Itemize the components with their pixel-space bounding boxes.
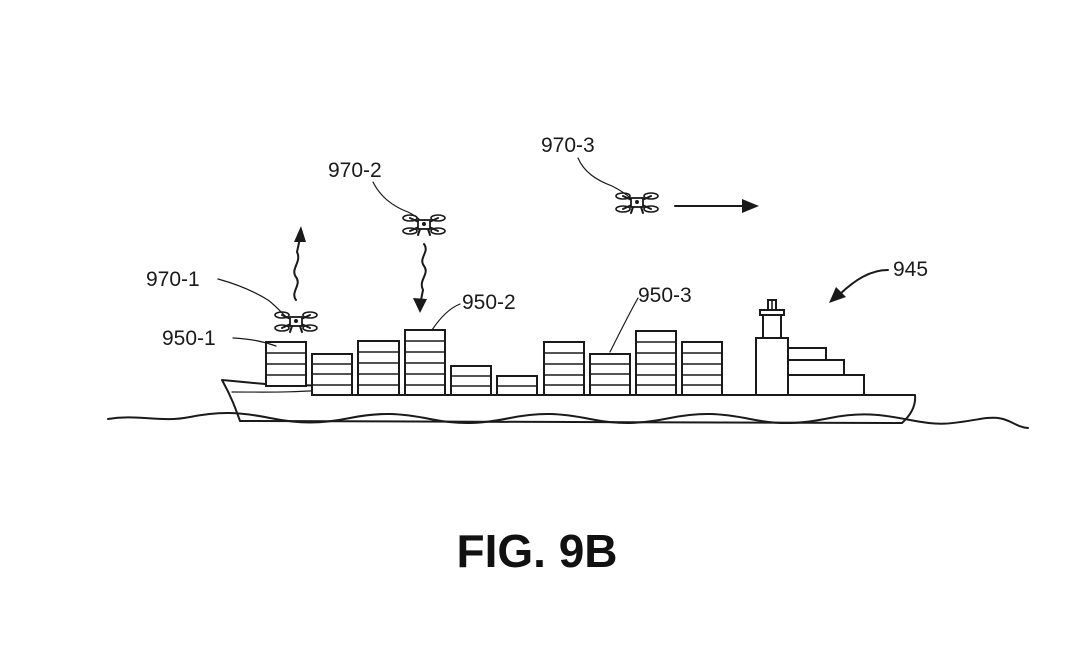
container-stack xyxy=(635,330,677,396)
water-line xyxy=(107,412,1029,429)
drone-1-up-arrow xyxy=(293,226,306,301)
ship-pointer-arrow xyxy=(829,269,889,303)
container-stack xyxy=(681,341,723,396)
container-stack xyxy=(543,341,585,396)
leader-950-2 xyxy=(431,303,461,331)
label-950-2: 950-2 xyxy=(462,291,516,314)
leader-970-2 xyxy=(372,181,421,221)
container-stack xyxy=(450,365,492,396)
drone-970-3 xyxy=(615,192,659,214)
container-stack-950-1 xyxy=(265,341,307,387)
label-950-3: 950-3 xyxy=(638,284,692,307)
drone-970-1 xyxy=(274,311,318,333)
ship-hull xyxy=(221,379,917,424)
label-970-1: 970-1 xyxy=(146,268,200,291)
label-970-3: 970-3 xyxy=(541,134,595,157)
leader-950-1 xyxy=(232,337,277,347)
label-945: 945 xyxy=(893,258,928,281)
container-stacks xyxy=(265,329,723,396)
drone-970-2 xyxy=(402,214,446,236)
container-stack-950-2 xyxy=(404,329,446,396)
ship-superstructure xyxy=(755,299,865,396)
container-stack xyxy=(496,375,538,396)
leader-970-1 xyxy=(217,278,288,319)
figure-title: FIG. 9B xyxy=(456,525,617,577)
container-stack xyxy=(357,340,400,396)
container-stack xyxy=(311,353,353,396)
label-950-1: 950-1 xyxy=(162,327,216,350)
leader-950-3 xyxy=(609,297,639,353)
leader-970-3 xyxy=(577,157,631,199)
drone-3-right-arrow xyxy=(674,199,759,213)
drone-2-down-arrow xyxy=(413,243,427,313)
container-stack-950-3 xyxy=(589,353,631,396)
label-970-2: 970-2 xyxy=(328,159,382,182)
